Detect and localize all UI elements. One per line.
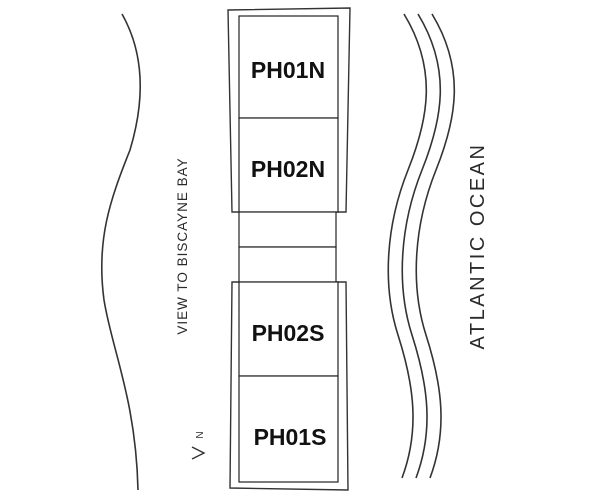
unit-label-ph02n: PH02N bbox=[251, 156, 325, 182]
unit-label-ph01n: PH01N bbox=[251, 57, 325, 83]
north-letter: N bbox=[195, 431, 206, 438]
unit-ph02s[interactable] bbox=[238, 281, 339, 377]
unit-ph02n[interactable] bbox=[238, 117, 339, 213]
bay-view-label: VIEW TO BISCAYNE BAY bbox=[175, 157, 190, 334]
ocean-label: ATLANTIC OCEAN bbox=[467, 143, 489, 350]
north-arrow-icon: N bbox=[191, 431, 206, 460]
unit-ph01s[interactable] bbox=[238, 375, 339, 483]
unit-label-ph02s: PH02S bbox=[252, 320, 325, 346]
core-block-upper bbox=[238, 211, 337, 248]
core-block-lower bbox=[238, 246, 337, 283]
bay-shoreline bbox=[100, 13, 142, 491]
unit-ph01n[interactable] bbox=[238, 15, 339, 119]
ocean-wave-lines bbox=[387, 13, 456, 479]
unit-label-ph01s: PH01S bbox=[254, 424, 327, 450]
